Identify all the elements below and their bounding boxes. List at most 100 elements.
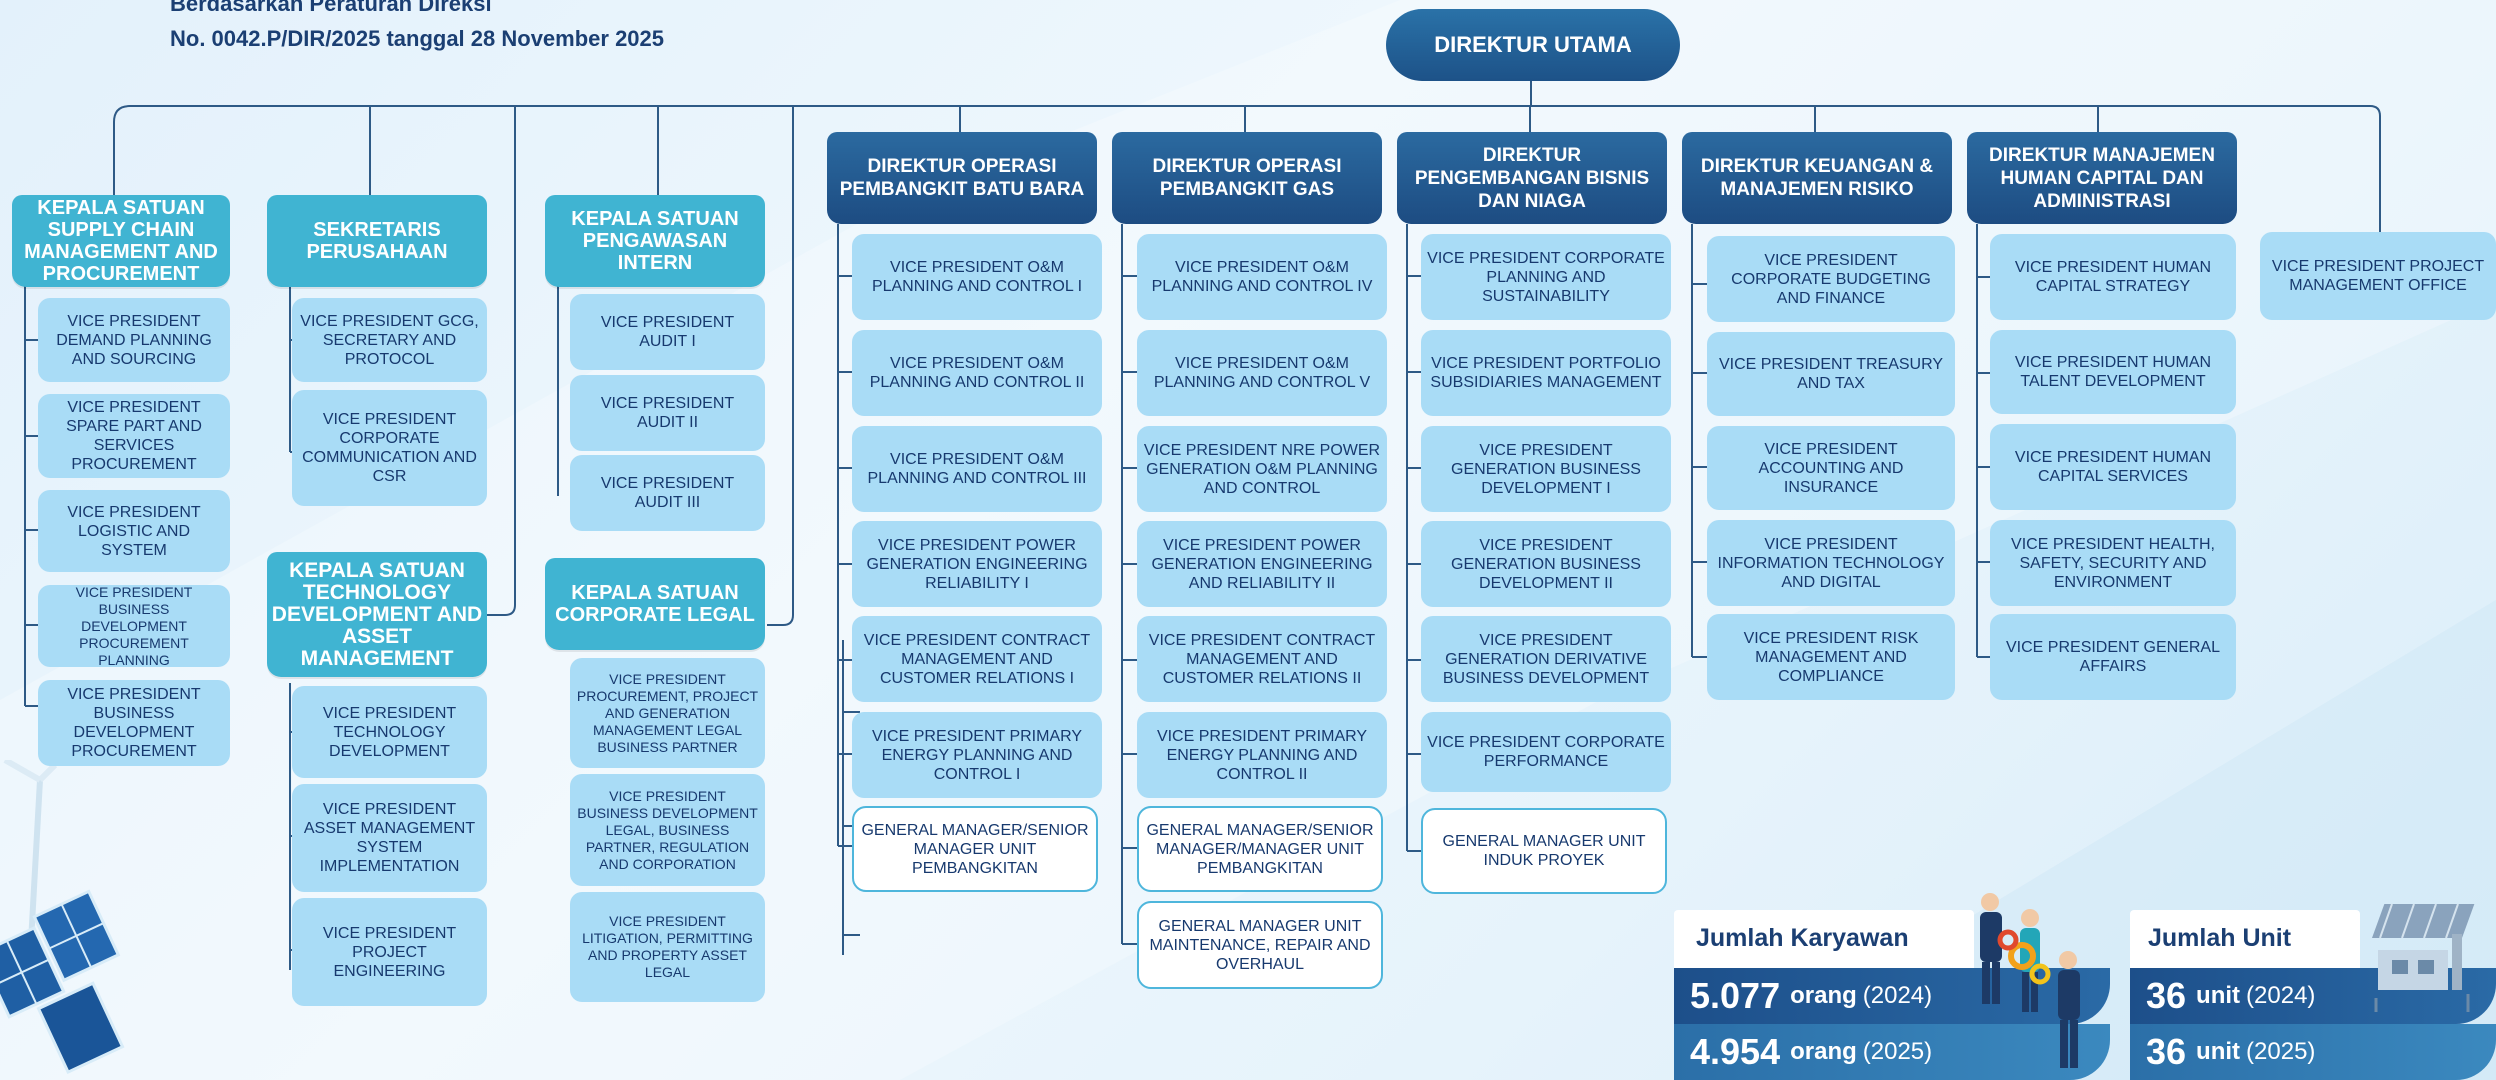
director-keuangan-box: DIREKTUR KEUANGAN & MANAJEMEN RISIKO xyxy=(1682,132,1952,224)
vp-label: VICE PRESIDENT PROCUREMENT, PROJECT AND … xyxy=(576,670,759,755)
employee-stats-card: Jumlah Karyawan 5.077 orang (2024) 4.954… xyxy=(1674,893,2110,1080)
regulation-reference: Berdasarkan Peraturan Direksi No. 0042.P… xyxy=(170,0,664,56)
vp-box: VICE PRESIDENT HUMAN CAPITAL STRATEGY xyxy=(1990,234,2236,320)
vp-label: VICE PRESIDENT CORPORATE COMMUNICATION A… xyxy=(302,411,477,485)
vp-box: VICE PRESIDENT POWER GENERATION ENGINEER… xyxy=(852,521,1102,607)
vp-label: VICE PRESIDENT ASSET MANAGEMENT SYSTEM I… xyxy=(303,801,476,875)
power-plant-icon xyxy=(2371,903,2475,1012)
unit-stats-card: Jumlah Unit 36 unit (2024) 36 unit (2025… xyxy=(2130,903,2496,1080)
vp-label: VICE PRESIDENT PRIMARY ENERGY PLANNING A… xyxy=(1156,727,1368,783)
gm-box: GENERAL MANAGER/SENIOR MANAGER/MANAGER U… xyxy=(1137,806,1383,892)
unit-stat-row: 36 unit (2025) xyxy=(2130,1024,2496,1080)
regulation-line-2: No. 0042.P/DIR/2025 tanggal 28 November … xyxy=(170,26,665,51)
vp-label: VICE PRESIDENT SPARE PART AND SERVICES P… xyxy=(66,399,202,473)
vp-box: VICE PRESIDENT CORPORATE COMMUNICATION A… xyxy=(292,390,487,506)
vp-box: VICE PRESIDENT O&M PLANNING AND CONTROL … xyxy=(852,426,1102,512)
vp-box: VICE PRESIDENT AUDIT II xyxy=(570,375,765,451)
vp-label: VICE PRESIDENT O&M PLANNING AND CONTROL … xyxy=(1153,355,1371,391)
unit-stats-title: Jumlah Unit xyxy=(2148,924,2292,952)
vp-pmo-box: VICE PRESIDENT PROJECT MANAGEMENT OFFICE xyxy=(2260,232,2496,320)
vp-box: VICE PRESIDENT PROJECT ENGINEERING xyxy=(292,898,487,1006)
director-batubara-box: DIREKTUR OPERASI PEMBANGKIT BATU BARA xyxy=(827,132,1097,224)
tdam-head-title: KEPALA SATUAN TECHNOLOGY DEVELOPMENT AND… xyxy=(271,558,483,670)
unit-stats-title-bg xyxy=(2130,910,2360,968)
spi-head-box: KEPALA SATUAN PENGAWASAN INTERN xyxy=(545,195,765,287)
vp-box: VICE PRESIDENT HUMAN TALENT DEVELOPMENT xyxy=(1990,330,2236,414)
vp-label: VICE PRESIDENT TECHNOLOGY DEVELOPMENT xyxy=(322,704,457,760)
director-gas-title: DIREKTUR OPERASI PEMBANGKIT GAS xyxy=(1152,156,1342,200)
director-hc-title: DIREKTUR MANAJEMEN HUMAN CAPITAL DAN ADM… xyxy=(1989,144,2215,212)
vp-box: VICE PRESIDENT PRIMARY ENERGY PLANNING A… xyxy=(1137,712,1387,798)
vp-box: VICE PRESIDENT O&M PLANNING AND CONTROL … xyxy=(1137,330,1387,416)
vp-label: VICE PRESIDENT LITIGATION, PERMITTING AN… xyxy=(582,913,753,980)
team-people-icon xyxy=(1980,893,2080,1068)
director-keuangan-title: DIREKTUR KEUANGAN & MANAJEMEN RISIKO xyxy=(1700,156,1934,200)
vp-label: VICE PRESIDENT O&M PLANNING AND CONTROL … xyxy=(871,259,1083,295)
scm-head-box: KEPALA SATUAN SUPPLY CHAIN MANAGEMENT AN… xyxy=(12,195,230,287)
unit-unit: unit xyxy=(2196,1038,2241,1065)
vp-box: VICE PRESIDENT PROCUREMENT, PROJECT AND … xyxy=(570,658,765,768)
vp-label: VICE PRESIDENT GENERATION BUSINESS DEVEL… xyxy=(1451,536,1641,592)
director-bisnis-box: DIREKTUR PENGEMBANGAN BISNIS DAN NIAGA xyxy=(1397,132,1667,224)
regulation-line-1: Berdasarkan Peraturan Direksi xyxy=(170,0,492,16)
vp-label: VICE PRESIDENT POWER GENERATION ENGINEER… xyxy=(866,536,1088,592)
employee-count: 5.077 xyxy=(1690,975,1781,1016)
director-batubara-title: DIREKTUR OPERASI PEMBANGKIT BATU BARA xyxy=(839,156,1085,200)
vp-box: VICE PRESIDENT NRE POWER GENERATION O&M … xyxy=(1137,426,1387,512)
vp-box: VICE PRESIDENT INFORMATION TECHNOLOGY AN… xyxy=(1707,520,1955,606)
tdam-head-box: KEPALA SATUAN TECHNOLOGY DEVELOPMENT AND… xyxy=(267,552,487,677)
vp-label: VICE PRESIDENT HUMAN CAPITAL STRATEGY xyxy=(2014,259,2212,295)
vp-box: VICE PRESIDENT ACCOUNTING AND INSURANCE xyxy=(1707,426,1955,510)
vp-box: VICE PRESIDENT RISK MANAGEMENT AND COMPL… xyxy=(1707,614,1955,700)
vp-box: VICE PRESIDENT HEALTH, SAFETY, SECURITY … xyxy=(1990,520,2236,606)
vp-label: VICE PRESIDENT CORPORATE PERFORMANCE xyxy=(1427,734,1665,770)
vp-box: VICE PRESIDENT BUSINESS DEVELOPMENT PROC… xyxy=(38,680,230,766)
vp-label: VICE PRESIDENT GCG, SECRETARY AND PROTOC… xyxy=(300,312,479,368)
legal-head-title: KEPALA SATUAN CORPORATE LEGAL xyxy=(555,582,755,626)
employee-unit: orang xyxy=(1790,1038,1857,1065)
vp-label: VICE PRESIDENT O&M PLANNING AND CONTROL … xyxy=(869,355,1085,391)
gm-label: GENERAL MANAGER/SENIOR MANAGER/MANAGER U… xyxy=(1146,821,1374,877)
vp-label: VICE PRESIDENT HUMAN CAPITAL SERVICES xyxy=(2014,449,2212,485)
vp-label: VICE PRESIDENT TREASURY AND TAX xyxy=(1718,356,1944,392)
vp-label: VICE PRESIDENT CONTRACT MANAGEMENT AND C… xyxy=(863,631,1091,687)
sekper-head-title: SEKRETARIS PERUSAHAAN xyxy=(306,219,448,263)
gm-label: GENERAL MANAGER UNIT MAINTENANCE, REPAIR… xyxy=(1149,917,1371,973)
vp-box: VICE PRESIDENT GENERATION BUSINESS DEVEL… xyxy=(1421,426,1671,512)
gm-box: GENERAL MANAGER/SENIOR MANAGER UNIT PEMB… xyxy=(852,806,1098,892)
employee-stats-title: Jumlah Karyawan xyxy=(1696,924,1909,952)
vp-box: VICE PRESIDENT O&M PLANNING AND CONTROL … xyxy=(852,234,1102,320)
vp-label: VICE PRESIDENT HEALTH, SAFETY, SECURITY … xyxy=(2011,535,2215,591)
vp-box: VICE PRESIDENT O&M PLANNING AND CONTROL … xyxy=(1137,234,1387,320)
vp-label: VICE PRESIDENT BUSINESS DEVELOPMENT PROC… xyxy=(67,686,201,760)
gm-box: GENERAL MANAGER UNIT MAINTENANCE, REPAIR… xyxy=(1137,901,1383,989)
ceo-title: DIREKTUR UTAMA xyxy=(1434,32,1632,57)
vp-label: VICE PRESIDENT AUDIT III xyxy=(600,475,735,511)
vp-box: VICE PRESIDENT SPARE PART AND SERVICES P… xyxy=(38,394,230,478)
vp-box: VICE PRESIDENT ASSET MANAGEMENT SYSTEM I… xyxy=(292,784,487,892)
vp-label: VICE PRESIDENT O&M PLANNING AND CONTROL … xyxy=(867,451,1087,487)
vp-label: VICE PRESIDENT GENERATION DERIVATIVE BUS… xyxy=(1442,631,1650,687)
employee-count: 4.954 xyxy=(1690,1031,1781,1072)
vp-box: VICE PRESIDENT CORPORATE PLANNING AND SU… xyxy=(1421,234,1671,320)
vp-box: VICE PRESIDENT LITIGATION, PERMITTING AN… xyxy=(570,892,765,1002)
vp-box: VICE PRESIDENT BUSINESS DEVELOPMENT LEGA… xyxy=(570,774,765,886)
vp-box: VICE PRESIDENT O&M PLANNING AND CONTROL … xyxy=(852,330,1102,416)
vp-label: VICE PRESIDENT INFORMATION TECHNOLOGY AN… xyxy=(1717,535,1945,591)
vp-box: VICE PRESIDENT TECHNOLOGY DEVELOPMENT xyxy=(292,686,487,778)
vp-label: VICE PRESIDENT PORTFOLIO SUBSIDIARIES MA… xyxy=(1430,355,1662,391)
vp-label: VICE PRESIDENT CORPORATE BUDGETING AND F… xyxy=(1731,251,1931,307)
sekper-head-box: SEKRETARIS PERUSAHAAN xyxy=(267,195,487,287)
vp-label: VICE PRESIDENT ACCOUNTING AND INSURANCE xyxy=(1758,440,1904,496)
vp-label: VICE PRESIDENT PRIMARY ENERGY PLANNING A… xyxy=(871,727,1083,783)
vp-label: VICE PRESIDENT NRE POWER GENERATION O&M … xyxy=(1143,441,1381,497)
vp-label: VICE PRESIDENT BUSINESS DEVELOPMENT PROC… xyxy=(75,583,193,668)
vp-label: VICE PRESIDENT CORPORATE PLANNING AND SU… xyxy=(1427,249,1665,305)
vp-box: VICE PRESIDENT DEMAND PLANNING AND SOURC… xyxy=(38,298,230,382)
vp-box: VICE PRESIDENT CONTRACT MANAGEMENT AND C… xyxy=(1137,616,1387,702)
vp-box: VICE PRESIDENT HUMAN CAPITAL SERVICES xyxy=(1990,424,2236,510)
vp-box: VICE PRESIDENT AUDIT I xyxy=(570,294,765,370)
employee-year: (2025) xyxy=(1862,1038,1933,1065)
vp-label: VICE PRESIDENT RISK MANAGEMENT AND COMPL… xyxy=(1743,629,1919,685)
